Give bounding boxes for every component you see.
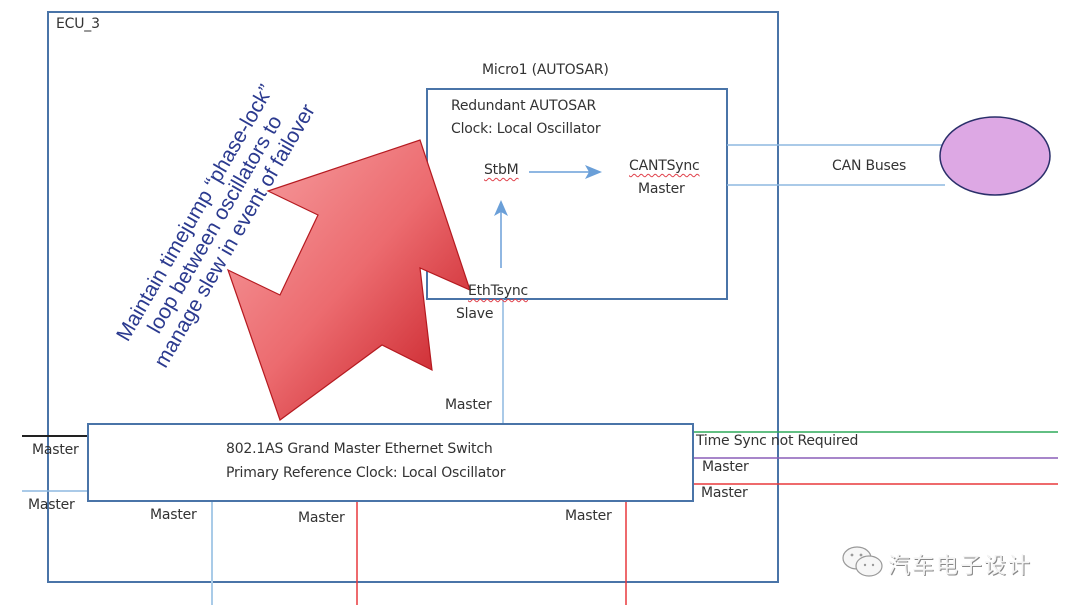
cantsync-role: Master (638, 181, 685, 197)
switch-line1: 802.1AS Grand Master Ethernet Switch (226, 441, 493, 457)
cantsync-label: CANTSync (629, 158, 700, 174)
can-buses-label: CAN Buses (832, 158, 907, 174)
switch-box (87, 423, 694, 502)
ecu-label: ECU_3 (56, 16, 100, 32)
right-red-master-label: Master (701, 485, 748, 501)
micro-line2: Clock: Local Oscillator (451, 121, 601, 137)
micro-box (426, 88, 728, 300)
micro-title: Micro1 (AUTOSAR) (482, 62, 609, 78)
ethtsync-label: EthTsync (468, 283, 528, 299)
stbm-label: StbM (484, 162, 519, 178)
can-node-ellipse (939, 116, 1051, 196)
wechat-icon (842, 546, 883, 577)
bottom-master-label-2: Master (298, 510, 345, 526)
left-top-master-label: Master (32, 442, 79, 458)
right-purple-master-label: Master (702, 459, 749, 475)
switch-line2: Primary Reference Clock: Local Oscillato… (226, 465, 506, 481)
arrowhead-right-icon (585, 165, 602, 179)
ecu-box (47, 11, 779, 583)
left-bottom-master-label: Master (28, 497, 75, 513)
bottom-master-label-3: Master (565, 508, 612, 524)
arrowhead-up-icon (494, 200, 508, 216)
ethtsync-role: Slave (456, 306, 494, 322)
time-sync-not-required-label: Time Sync not Required (696, 433, 859, 449)
phase-lock-double-arrow-icon (226, 139, 471, 421)
uplink-master-label: Master (445, 397, 492, 413)
bottom-master-label-1: Master (150, 507, 197, 523)
watermark-text: 汽车电子设计 (888, 554, 1033, 579)
micro-line1: Redundant AUTOSAR (451, 98, 597, 114)
